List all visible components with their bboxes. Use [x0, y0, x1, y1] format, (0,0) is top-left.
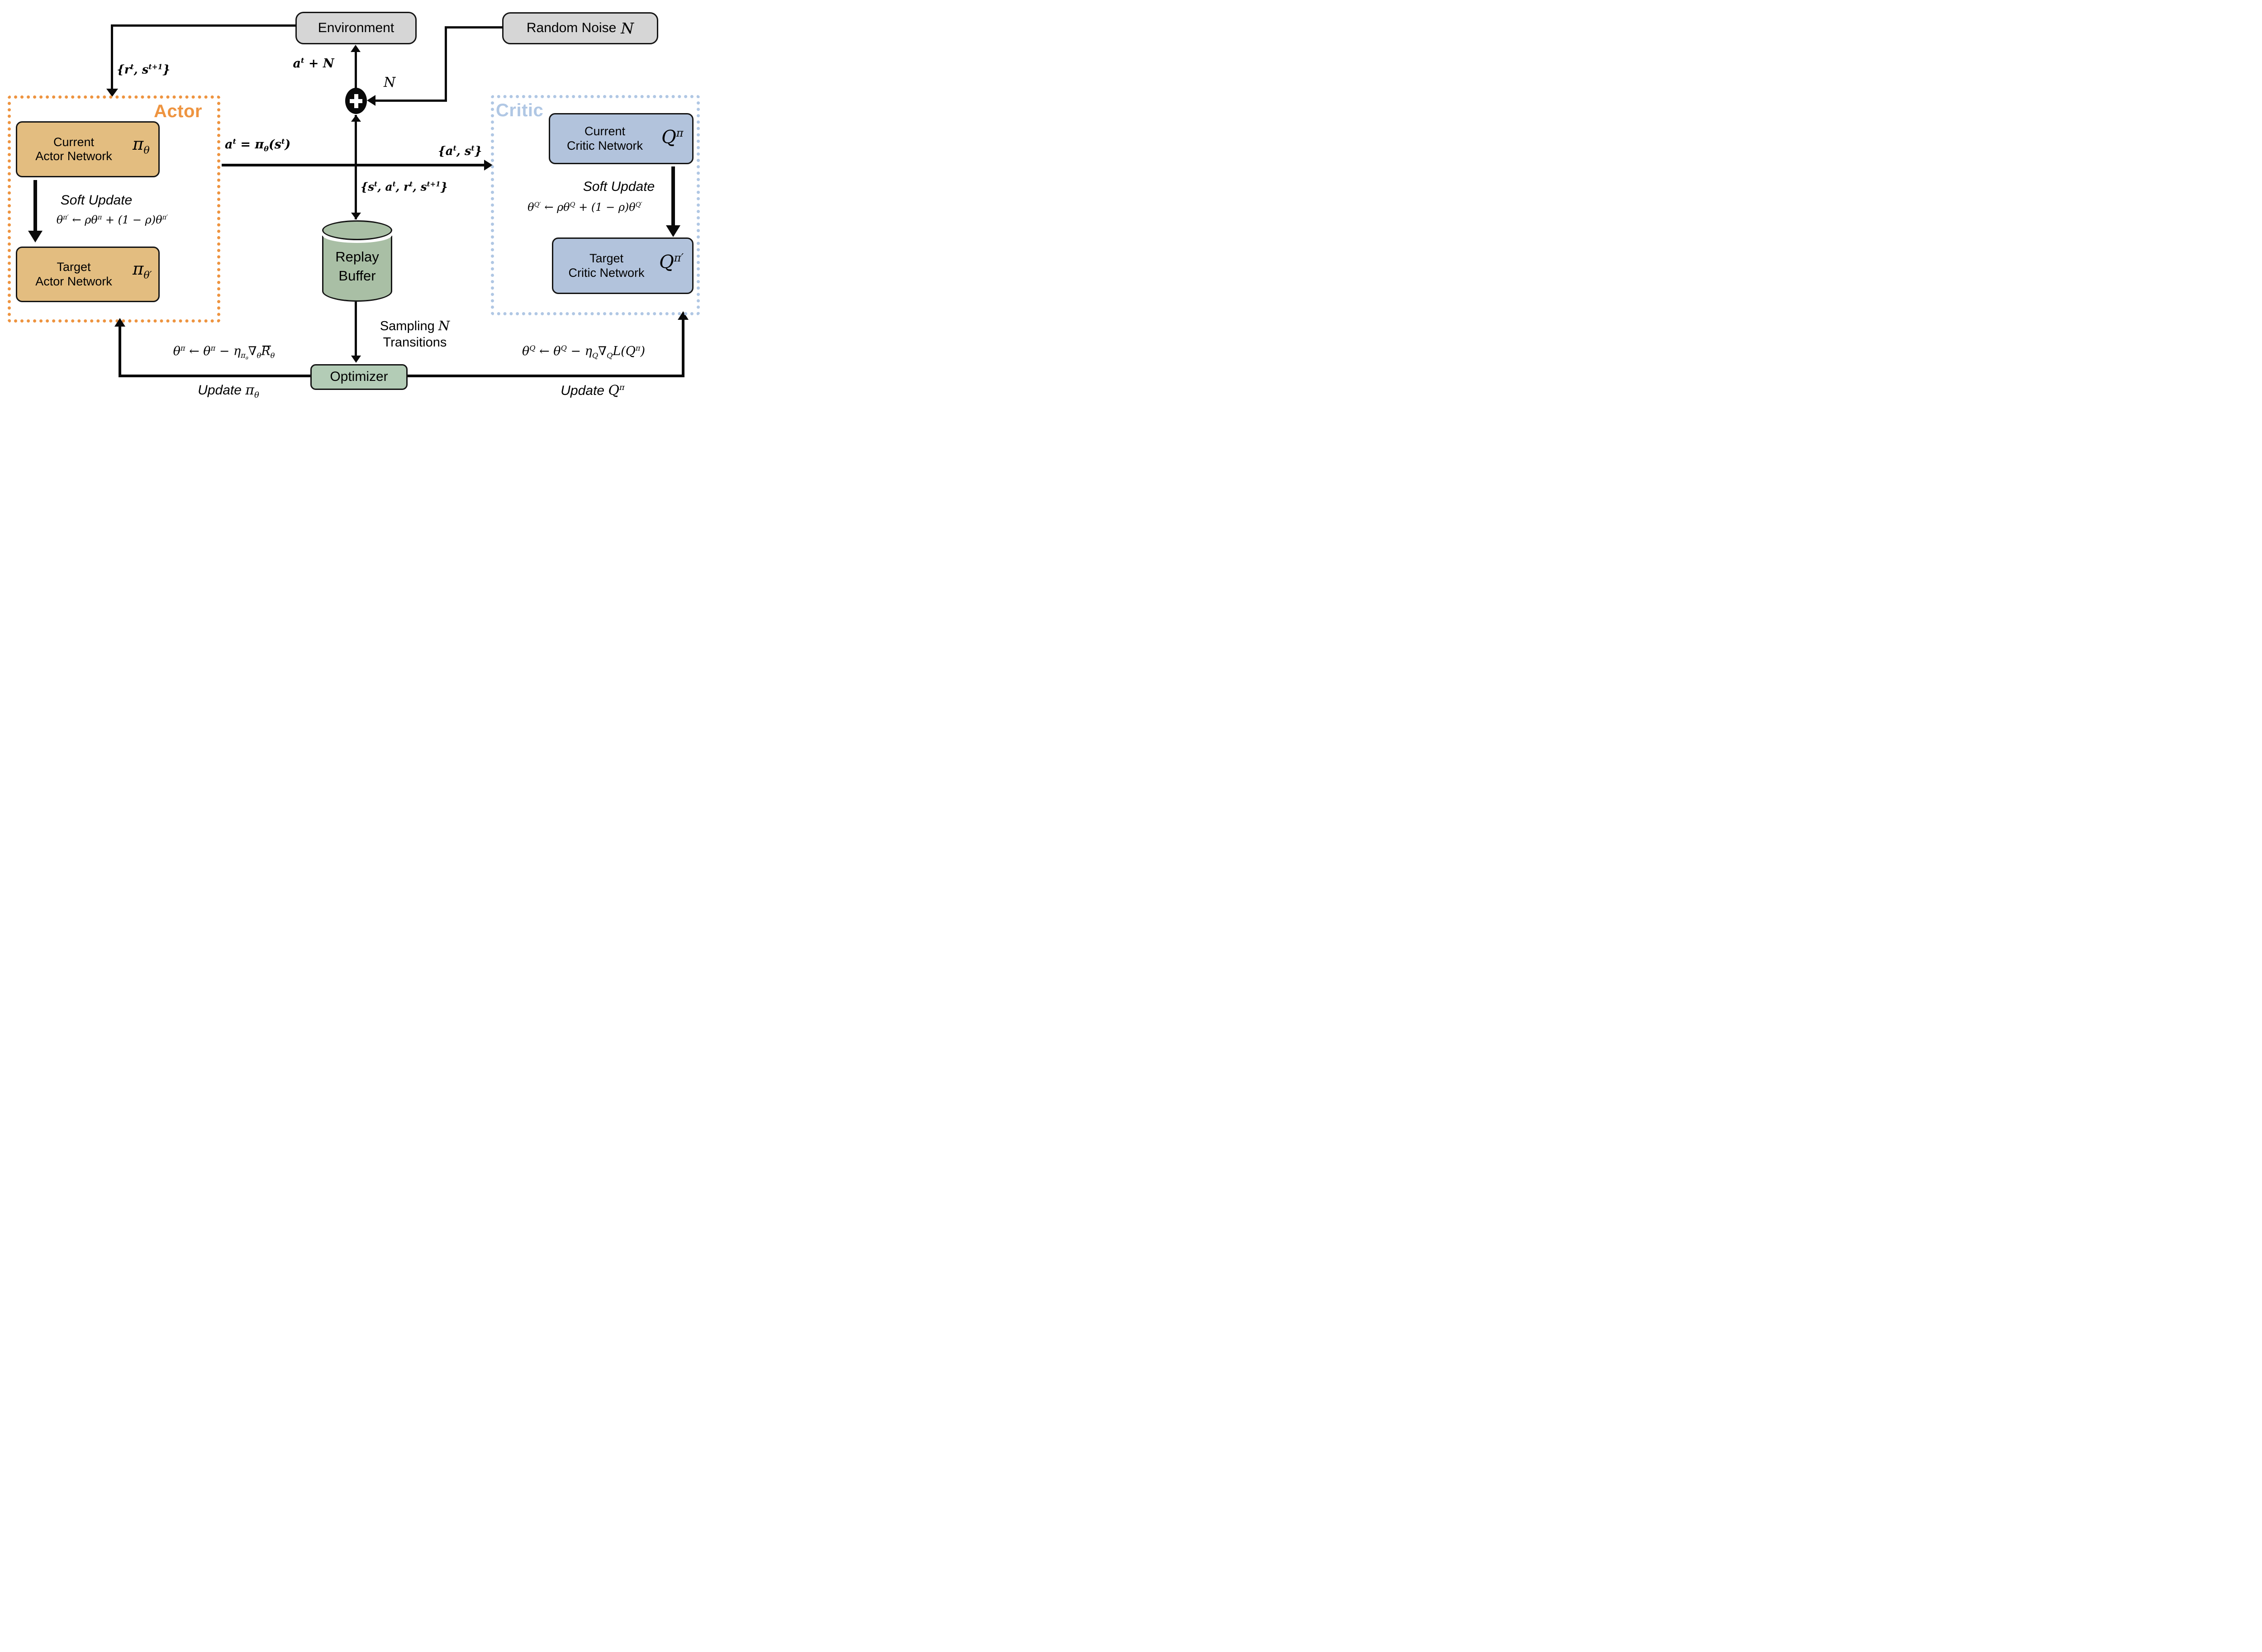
- env-feedback-line-horizontal: [111, 24, 296, 27]
- script-n-icon: N: [621, 19, 634, 37]
- sampling-line1: Sampling N: [380, 318, 450, 333]
- optimizer-to-actor-line-horizontal: [120, 375, 310, 377]
- replay-buffer-body: [322, 236, 392, 302]
- critic-group-title: Critic: [496, 100, 544, 120]
- target-critic-line1: Target: [589, 252, 624, 266]
- arrowhead-up-into-junction-icon: [351, 115, 361, 122]
- current-critic-network-node: Current Critic Network: [549, 113, 694, 164]
- critic-update-formula: θQ ← θQ − ηQ∇QL(Qπ): [522, 344, 646, 360]
- actor-update-formula: θπ ← θπ − ηπθ∇θRθ: [173, 344, 275, 361]
- action-plus-noise-label: at + N: [293, 56, 334, 71]
- ddpg-architecture-diagram: Environment Random Noise N {rt, st+1} at…: [0, 0, 710, 413]
- optimizer-to-critic-line-vertical: [682, 319, 684, 377]
- critic-soft-update-arrow-line: [671, 166, 675, 226]
- optimizer-node: Optimizer: [310, 364, 408, 390]
- reward-state-label: {rt, st+1}: [117, 62, 171, 77]
- noise-symbol-label: N: [384, 75, 396, 90]
- actor-soft-update-arrow-line: [33, 180, 37, 232]
- arrowhead-down-into-optimizer-icon: [351, 356, 361, 363]
- current-critic-line2: Critic Network: [566, 138, 643, 152]
- action-line-horizontal: [222, 164, 485, 166]
- critic-soft-update-formula: θQ′ ← ρθQ + (1 − ρ)θQ′: [527, 201, 642, 214]
- optimizer-to-actor-line-vertical: [119, 327, 121, 377]
- actor-soft-update-label: Soft Update: [60, 193, 133, 208]
- sampling-line2: Transitions: [383, 335, 447, 350]
- replay-buffer-label: Replay Buffer: [322, 247, 392, 285]
- action-state-label: {at, st}: [438, 144, 482, 158]
- random-noise-label: Random Noise: [526, 20, 617, 36]
- sampling-transitions-label: Sampling N Transitions: [367, 318, 462, 351]
- target-actor-network-node: Target Actor Network: [16, 247, 160, 302]
- arrowhead-down-actor-soft-update-icon: [28, 231, 43, 242]
- arrowhead-up-into-environment-icon: [351, 45, 361, 52]
- environment-node: Environment: [295, 12, 417, 44]
- critic-update-caption: Update Qπ: [561, 383, 625, 399]
- action-to-env-line: [355, 52, 357, 89]
- actor-soft-update-formula: θπ′ ← ρθπ + (1 − ρ)θπ′: [56, 214, 168, 226]
- arrowhead-down-into-actor-icon: [106, 89, 118, 97]
- replay-buffer-line1: Replay: [335, 249, 379, 265]
- actor-group-title: Actor: [154, 101, 202, 121]
- current-actor-line2: Actor Network: [35, 149, 112, 163]
- current-critic-symbol: Qπ: [661, 127, 684, 148]
- optimizer-to-critic-line-horizontal: [408, 375, 683, 377]
- current-actor-symbol: πθ: [133, 134, 150, 157]
- target-critic-network-node: Target Critic Network: [552, 237, 694, 294]
- critic-soft-update-label: Soft Update: [583, 179, 655, 194]
- actor-group-box: [8, 95, 220, 323]
- target-critic-symbol: Qπ′: [659, 252, 684, 273]
- target-actor-line2: Actor Network: [35, 274, 112, 288]
- target-critic-line2: Critic Network: [568, 266, 645, 280]
- arrowhead-up-into-actor-group-icon: [114, 318, 125, 327]
- optimizer-label: Optimizer: [330, 369, 388, 385]
- target-actor-symbol: πθ′: [133, 259, 152, 281]
- junction-to-buffer-line: [355, 115, 357, 219]
- arrowhead-right-into-critic-icon: [484, 160, 493, 171]
- actor-update-caption: Update πθ: [198, 382, 259, 400]
- current-actor-network-node: Current Actor Network: [16, 121, 160, 177]
- env-feedback-line-vertical: [111, 24, 113, 90]
- add-noise-junction-icon: [345, 88, 367, 114]
- current-critic-line1: Current: [584, 124, 626, 138]
- policy-action-label: at = πθ(st): [225, 137, 291, 153]
- random-noise-node: Random Noise N: [502, 12, 658, 44]
- arrowhead-left-into-junction-icon: [367, 95, 375, 106]
- critic-group-box: [491, 95, 700, 315]
- noise-line-top: [445, 26, 503, 28]
- arrowhead-down-into-buffer-icon: [351, 213, 361, 219]
- transition-tuple-label: {st, at, rt, st+1}: [361, 180, 448, 194]
- arrowhead-down-critic-soft-update-icon: [666, 225, 680, 237]
- target-actor-line1: Target: [57, 260, 91, 274]
- replay-buffer-cylinder: Replay Buffer: [322, 220, 392, 302]
- replay-buffer-lid: [322, 220, 392, 240]
- buffer-to-optimizer-line: [355, 302, 357, 357]
- environment-label: Environment: [318, 20, 394, 35]
- noise-line-vertical: [445, 26, 447, 102]
- noise-line-into-junction: [375, 100, 447, 102]
- current-actor-line1: Current: [53, 135, 95, 149]
- replay-buffer-line2: Buffer: [338, 267, 376, 284]
